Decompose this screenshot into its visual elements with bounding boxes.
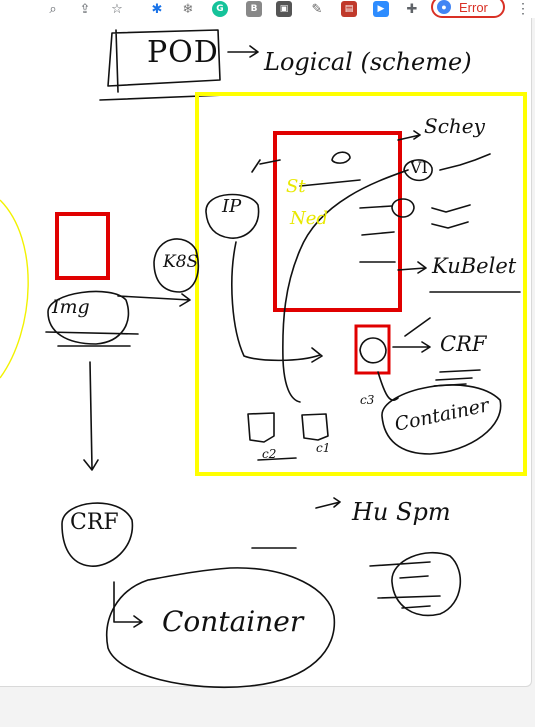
hu-spm-circle bbox=[369, 551, 462, 617]
right-side-strokes bbox=[391, 153, 521, 387]
control-plane-red-box bbox=[273, 131, 402, 312]
ned-label: Ned bbox=[290, 208, 328, 229]
control-plane-strokes bbox=[251, 130, 421, 403]
hu-spm-label: Hu Spm bbox=[352, 498, 451, 526]
scheduler-label: Schey bbox=[424, 114, 485, 138]
puzzle-box-extension-icon[interactable]: ▣ bbox=[276, 1, 292, 17]
profile-error-label: Error bbox=[459, 0, 488, 15]
yellow-partial-circle bbox=[0, 199, 29, 379]
img-underline bbox=[45, 331, 139, 347]
pod-yellow-frame bbox=[195, 92, 527, 476]
image-red-square bbox=[55, 212, 110, 280]
ip-connector bbox=[231, 241, 323, 363]
bluetooth-extension-icon[interactable]: ✱ bbox=[151, 1, 163, 17]
b-extension-icon[interactable]: B bbox=[246, 1, 262, 17]
container-inner-oval bbox=[381, 384, 502, 455]
bookmark-star-icon[interactable]: ☆ bbox=[111, 1, 123, 17]
container-outer-label: Container bbox=[162, 605, 304, 638]
container-outer-oval bbox=[106, 547, 336, 689]
edit-extension-icon[interactable]: ✎ bbox=[311, 1, 323, 17]
logical-scheme-label: Logical (scheme) bbox=[264, 48, 472, 76]
c1-square bbox=[301, 413, 329, 441]
cri-to-container-stroke bbox=[377, 371, 399, 401]
k8s-circle bbox=[153, 238, 200, 293]
cri-outer-label: CRF bbox=[70, 510, 119, 535]
pod-label: POD bbox=[147, 35, 219, 70]
k8s-arrow bbox=[117, 293, 191, 307]
c3-label: c3 bbox=[360, 393, 375, 407]
pod-arrow bbox=[227, 45, 259, 58]
zoom-icon[interactable]: ⌕ bbox=[49, 1, 57, 17]
img-circle bbox=[47, 290, 130, 345]
c1-label: c1 bbox=[316, 441, 331, 455]
k8s-label: K8S bbox=[163, 252, 199, 272]
container-outer-arrow bbox=[113, 581, 143, 628]
extensions-puzzle-icon[interactable]: ✚ bbox=[406, 1, 418, 17]
hu-spm-arrow bbox=[315, 497, 341, 509]
screenshot-extension-icon[interactable]: ▤ bbox=[341, 1, 357, 17]
cri-inner-red-box bbox=[354, 324, 391, 375]
c2-label: c2 bbox=[262, 447, 277, 461]
ip-label: IP bbox=[222, 196, 242, 217]
share-icon[interactable]: ⇪ bbox=[79, 1, 91, 17]
c2-square bbox=[247, 412, 275, 443]
cri-inner-circle bbox=[359, 337, 387, 364]
grammarly-extension-icon[interactable]: G bbox=[212, 1, 228, 17]
zoom-video-extension-icon[interactable]: ▶ bbox=[373, 1, 389, 17]
profile-error-button[interactable]: ● Error bbox=[431, 0, 505, 18]
vi-circle bbox=[403, 159, 433, 182]
whiteboard-canvas[interactable] bbox=[0, 18, 532, 687]
st-label: St bbox=[286, 176, 306, 197]
cri-inner-label: CRF bbox=[440, 332, 487, 356]
vi-label: VI bbox=[410, 158, 428, 177]
snowflake-extension-icon[interactable]: ❄ bbox=[182, 1, 194, 17]
ip-circle bbox=[205, 193, 260, 239]
profile-avatar-icon: ● bbox=[437, 0, 451, 14]
c2-underline bbox=[257, 457, 297, 461]
img-down-arrow bbox=[83, 361, 99, 471]
cri-outer-circle bbox=[61, 502, 134, 567]
browser-toolbar: ⌕ ⇪ ☆ ✱ ❄ G B ▣ ✎ ▤ ▶ ✚ ● Error ⋮ bbox=[0, 0, 535, 18]
kubelet-label: KuBelet bbox=[432, 254, 517, 278]
img-label: Img bbox=[52, 296, 90, 318]
